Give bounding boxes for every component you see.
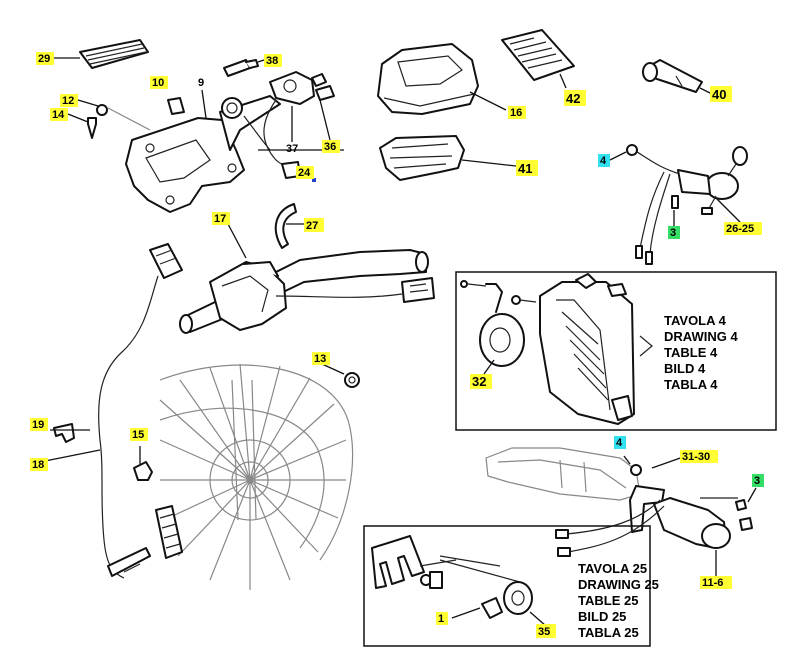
label-17-text: 17 [214,213,226,225]
label-32: 32 [470,374,492,389]
plug-15 [133,461,153,481]
label-3-top-text: 3 [670,227,676,239]
label-3-bottom-text: 3 [754,475,760,487]
label-40-text: 40 [712,87,726,102]
label-18-text: 18 [32,459,44,471]
nut-10 [167,97,185,115]
table4-box [455,271,777,431]
screw-14 [87,117,97,139]
washer-12 [96,104,108,116]
label-13-text: 13 [314,353,326,365]
manual-42 [501,29,575,81]
label-19: 19 [30,418,48,431]
nut-13 [344,372,360,388]
ref4-line-2: DRAWING 4 [664,329,738,344]
label-17: 17 [212,212,230,225]
label-42: 42 [564,90,586,106]
rear-frame [485,447,641,501]
label-18: 18 [30,458,48,471]
handlebar-17 [179,249,435,334]
front-wheel [155,363,354,590]
label-37-text: 37 [286,143,298,155]
ref4-line-3: TABLE 4 [664,345,718,360]
label-31-30-text: 31-30 [682,451,710,463]
label-14-text: 14 [52,109,65,121]
ref25-line-3: TABLE 25 [578,593,638,608]
label-16-text: 16 [510,107,522,119]
label-9: 9 [198,77,204,89]
label-10-text: 10 [152,77,164,89]
reference-table-25: TAVOLA 25 DRAWING 25 TABLE 25 BILD 25 TA… [578,561,659,640]
ref25-line-4: BILD 25 [578,609,626,624]
label-38-text: 38 [266,55,278,67]
label-29: 29 [36,52,54,65]
label-29-text: 29 [38,53,50,65]
label-41-text: 41 [518,161,532,176]
cover-41 [379,135,465,181]
ref25-line-2: DRAWING 25 [578,577,659,592]
label-12-text: 12 [62,95,74,107]
label-35: 35 [536,624,556,638]
label-24-text: 24 [298,167,311,179]
label-13: 13 [312,352,330,365]
label-37: 37 [286,143,298,155]
label-27: 27 [304,218,324,232]
label-4-bottom-text: 4 [616,437,623,449]
label-10: 10 [150,76,168,89]
label-41: 41 [516,160,538,176]
label-26-25-text: 26-25 [726,223,754,235]
label-40: 40 [710,86,732,102]
label-15-text: 15 [132,429,144,441]
label-9-text: 9 [198,77,204,89]
instrument-cover-16 [377,43,479,115]
label-42-text: 42 [566,91,580,106]
indicator-rear [555,464,753,557]
label-11-6-text: 11-6 [702,577,723,589]
label-4-top-text: 4 [600,155,607,167]
label-12: 12 [60,94,78,107]
label-31-30: 31-30 [680,450,718,463]
label-24: 24 [296,166,314,179]
label-14: 14 [50,108,68,121]
bolt-38 [223,59,259,77]
label-36: 36 [322,140,340,153]
ignition-switch-37 [243,71,335,179]
label-36-text: 36 [324,141,336,153]
label-26-25: 26-25 [724,222,762,235]
blue-marker [312,178,316,182]
bracket-9 [125,95,281,213]
tool-40 [642,59,703,93]
indicator-front [626,144,748,265]
label-16: 16 [508,106,526,119]
label-1: 1 [436,612,448,625]
label-4-top: 4 [598,154,610,167]
ref4-line-1: TAVOLA 4 [664,313,727,328]
label-4-bottom: 4 [614,436,626,449]
label-19-text: 19 [32,419,44,431]
clip-27 [274,203,297,249]
mat-29 [79,39,149,69]
label-27-text: 27 [306,220,318,232]
label-1-text: 1 [438,613,444,625]
label-15: 15 [130,428,148,441]
label-11-6: 11-6 [700,576,732,589]
ref4-line-4: BILD 4 [664,361,706,376]
label-3-top: 3 [668,226,680,239]
ref25-line-1: TAVOLA 25 [578,561,647,576]
label-3-bottom: 3 [752,474,764,487]
label-38: 38 [264,54,282,67]
clip-19 [53,423,75,443]
table25-box [363,525,651,647]
label-35-text: 35 [538,626,550,638]
sensor-cable-18 [98,243,183,579]
reference-table-4: TAVOLA 4 DRAWING 4 TABLE 4 BILD 4 TABLA … [664,313,738,392]
label-32-text: 32 [472,374,486,389]
ref4-line-5: TABLA 4 [664,377,718,392]
ref25-line-5: TABLA 25 [578,625,639,640]
